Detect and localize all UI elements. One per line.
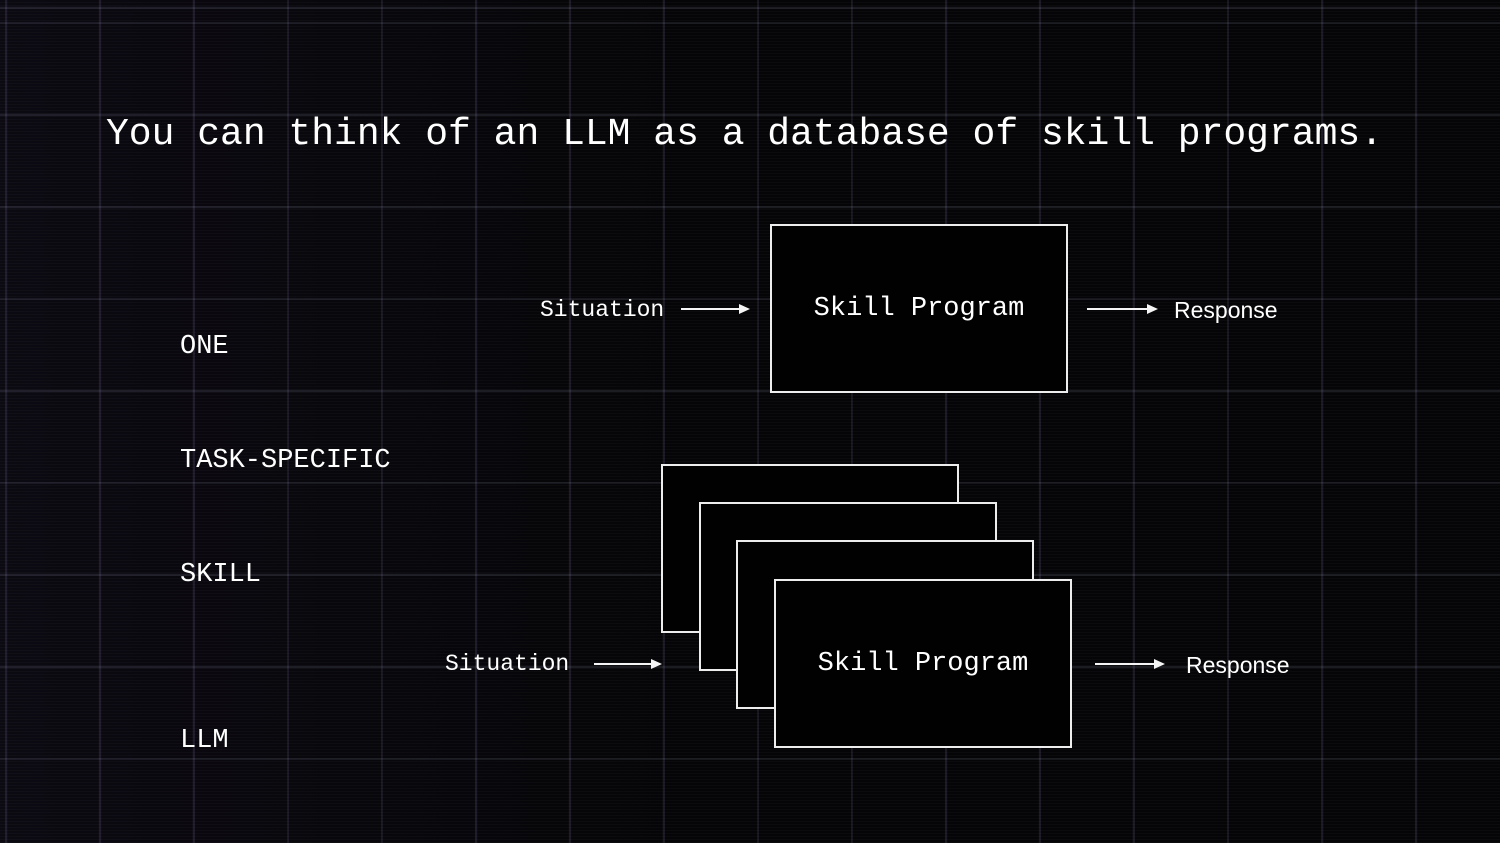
arrow-situation-to-skill-row2 — [594, 659, 662, 669]
row-label-line: LLM — [180, 726, 229, 756]
arrow-situation-to-skill-row1 — [681, 304, 750, 314]
situation-label-row1: Situation — [540, 297, 665, 323]
row-label-line: TASK-SPECIFIC — [180, 446, 391, 476]
response-label-row1: Response — [1174, 297, 1278, 323]
slide-title: You can think of an LLM as a database of… — [106, 113, 1384, 156]
skill-program-box-label: Skill Program — [813, 293, 1025, 324]
arrow-skill-to-response-row1 — [1087, 304, 1158, 314]
response-label-row2: Response — [1186, 652, 1290, 678]
row-label-line: ONE — [180, 332, 229, 362]
row-label-llm: LLM — [180, 646, 245, 836]
arrow-skill-to-response-row2 — [1095, 659, 1165, 669]
skill-program-box-row1: Skill Program — [770, 224, 1068, 393]
situation-label-row2: Situation — [445, 651, 570, 677]
row-label-one-task-specific-skill: ONE TASK-SPECIFIC SKILL — [180, 252, 391, 670]
row-label-line: SKILL — [180, 560, 262, 590]
skill-program-box-row2: Skill Program — [774, 579, 1072, 748]
skill-program-box-label: Skill Program — [817, 648, 1029, 679]
